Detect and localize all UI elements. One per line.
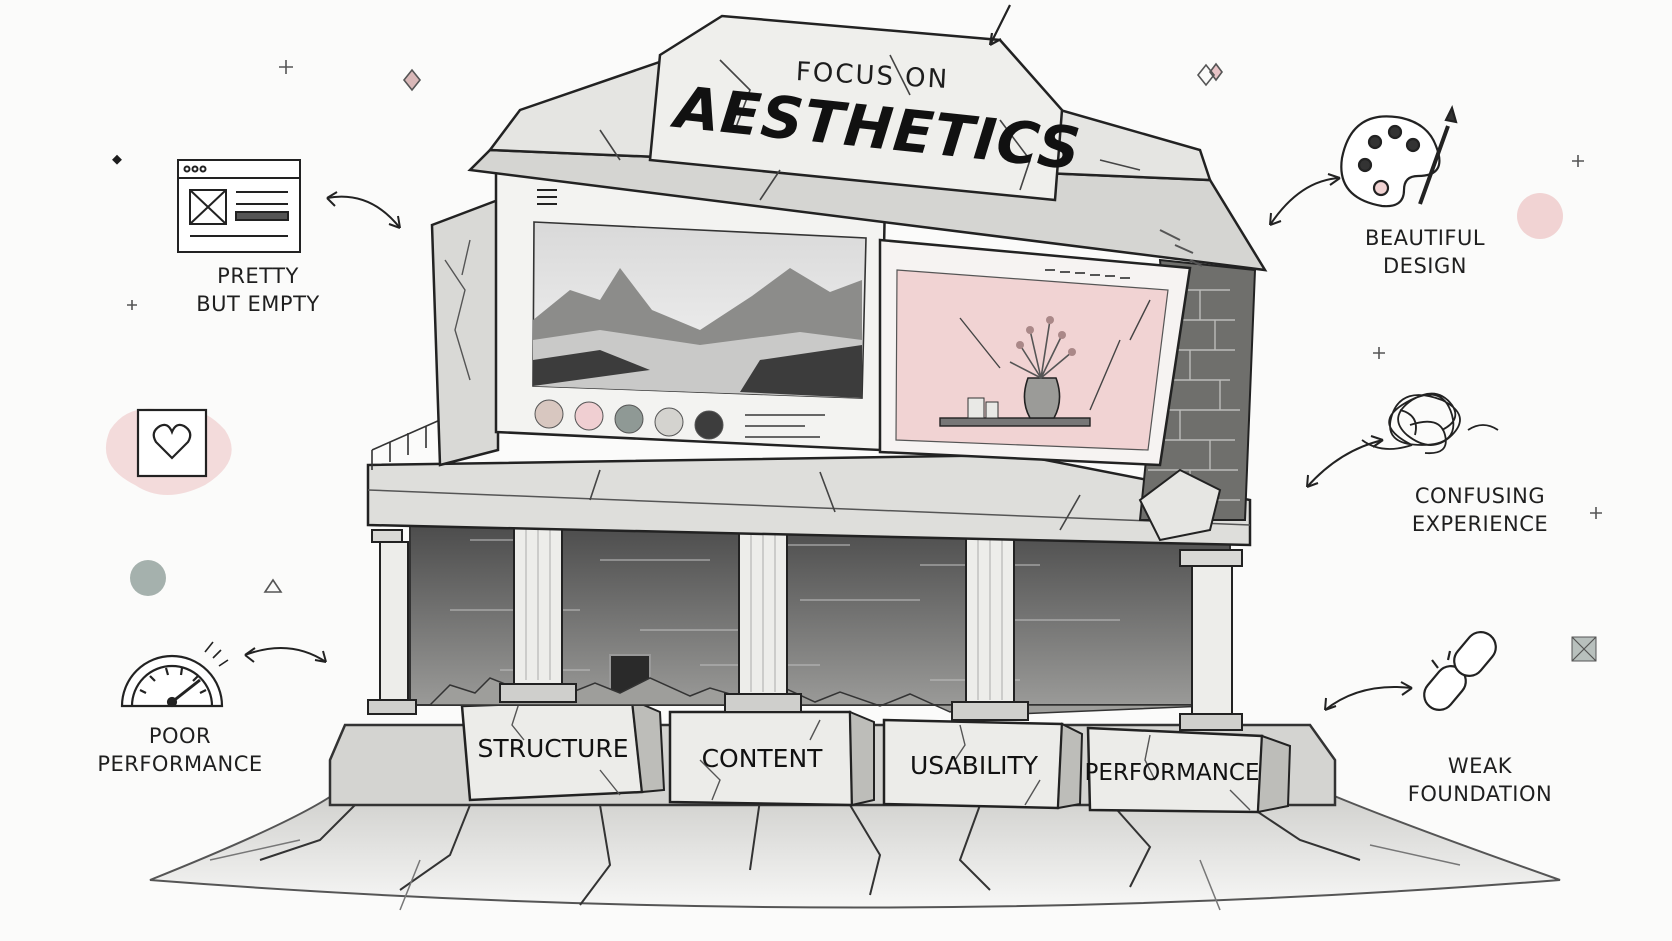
callout-beautiful-design: Beautiful design xyxy=(1340,224,1510,280)
callout-confusing-experience: Confusing experience xyxy=(1380,482,1580,538)
column-5 xyxy=(1179,549,1243,731)
wireframe-browser-icon xyxy=(177,159,301,253)
pink-dot xyxy=(1517,193,1563,239)
callout-pretty-line1: Pretty xyxy=(217,264,299,288)
swatch-2 xyxy=(574,401,604,431)
callout-weak-line2: foundation xyxy=(1407,782,1553,806)
decorative-sparkles xyxy=(127,60,1602,593)
callout-pretty-but-empty: Pretty but empty xyxy=(178,262,338,318)
broken-chain-icon xyxy=(1423,631,1497,711)
foundation-label-performance: Performance xyxy=(1084,760,1259,786)
foundation-block-performance xyxy=(1086,726,1292,814)
cracked-ground xyxy=(149,789,1561,911)
callout-confusing-line1: Confusing xyxy=(1414,484,1546,508)
website-screen-right xyxy=(878,238,1192,467)
title-pointer-arrow xyxy=(988,4,1011,46)
swatch-3 xyxy=(614,404,644,434)
foundation-block-usability xyxy=(882,718,1084,810)
entablature xyxy=(366,419,1252,547)
callout-beautiful-line1: Beautiful xyxy=(1364,226,1486,250)
swatch-5 xyxy=(694,410,724,440)
foundation-label-usability: Usability xyxy=(910,751,1039,780)
foundation-blocks xyxy=(460,698,1292,814)
vase xyxy=(1023,377,1061,419)
roof-slab xyxy=(467,14,1268,272)
callout-poor-performance: Poor performance xyxy=(95,722,265,778)
callout-poor-line2: performance xyxy=(97,752,263,776)
title-slab xyxy=(648,14,1064,202)
callout-weak-line1: Weak xyxy=(1447,754,1513,778)
callout-poor-line1: Poor xyxy=(148,724,212,748)
speedometer-gauge-icon xyxy=(120,641,229,708)
callout-confusing-line2: experience xyxy=(1411,512,1549,536)
callout-beautiful-line2: design xyxy=(1383,254,1467,278)
sage-dot xyxy=(130,560,166,596)
wall-shelf xyxy=(939,417,1091,427)
website-screen-left xyxy=(494,166,887,452)
foundation-label-content: Content xyxy=(702,744,824,773)
column-1 xyxy=(367,529,417,715)
swatch-1 xyxy=(534,399,564,429)
callout-weak-foundation: Weak foundation xyxy=(1390,752,1570,808)
left-side-wall xyxy=(430,198,500,467)
pink-interior-image xyxy=(895,269,1169,451)
hamburger-menu-icon xyxy=(537,189,557,205)
fallen-stone xyxy=(1138,468,1222,542)
paint-palette-icon xyxy=(1340,104,1458,208)
website-screens xyxy=(494,166,1192,467)
black-diamond xyxy=(112,154,122,165)
foundation-label-structure: Structure xyxy=(477,734,628,763)
callout-arrows xyxy=(244,173,1413,711)
callout-pretty-line2: but empty xyxy=(196,292,320,316)
heart-icon xyxy=(105,408,232,495)
swatch-4 xyxy=(654,407,684,437)
tangled-scribble-icon xyxy=(1361,392,1499,455)
